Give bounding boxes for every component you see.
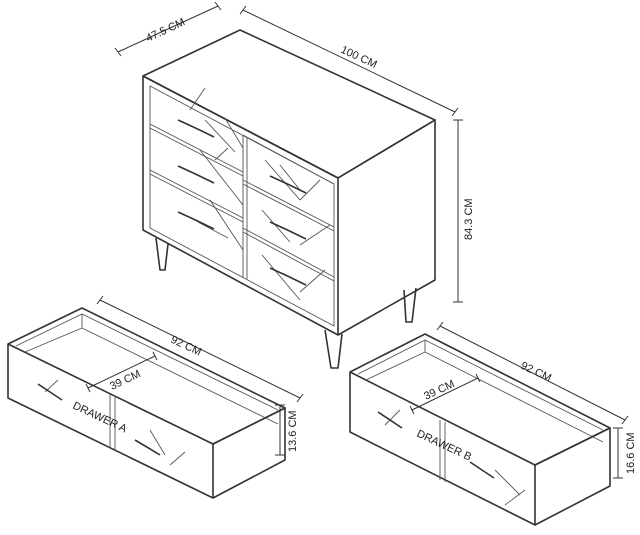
drawer-b-width-label: 92 CM — [519, 360, 553, 385]
drawer-b-depth-label: 39 CM — [422, 378, 456, 403]
drawer-a-height-label: 13.6 CM — [287, 410, 299, 452]
chest-width-label: 100 CM — [339, 44, 379, 71]
chest-depth-label: 47.5 CM — [144, 16, 187, 44]
chest-height-dimension: 84.3 CM — [453, 119, 475, 303]
drawer-b-height-dimension: 16.6 CM — [613, 427, 637, 479]
chest-front-frame — [149, 85, 335, 327]
drawer-a-top-rim — [7, 307, 286, 445]
chest-of-drawers: 47.5 CM 100 CM 84.3 CM — [114, 1, 475, 369]
drawer-a-label: DRAWER A — [71, 400, 129, 436]
chest-height-label: 84.3 CM — [463, 198, 475, 240]
drawer-b: DRAWER B 92 CM 39 CM 16.6 CM — [349, 321, 637, 526]
drawer-b-height-label: 16.6 CM — [625, 432, 637, 474]
chest-legs — [155, 237, 417, 369]
chest-chevron-pattern — [189, 87, 331, 301]
drawer-b-label: DRAWER B — [415, 428, 473, 464]
drawer-b-top-rim — [349, 333, 611, 466]
drawer-a: DRAWER A 92 CM 39 CM 13.6 CM — [7, 295, 304, 499]
drawer-a-width-label: 92 CM — [169, 334, 203, 359]
drawer-a-depth-label: 39 CM — [108, 368, 142, 393]
chest-handles — [177, 119, 307, 286]
chest-drawer-dividers — [149, 123, 335, 282]
chest-depth-dimension: 47.5 CM — [114, 1, 222, 57]
chest-width-dimension: 100 CM — [239, 5, 459, 117]
chest-side-face — [337, 119, 436, 336]
chest-top-face — [142, 29, 436, 179]
drawer-a-height-dimension: 13.6 CM — [275, 404, 299, 456]
chest-front-face — [142, 75, 339, 336]
